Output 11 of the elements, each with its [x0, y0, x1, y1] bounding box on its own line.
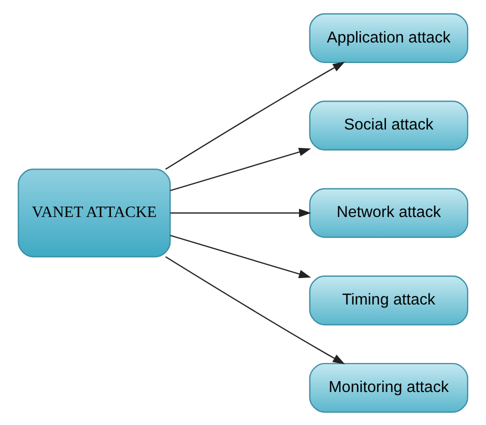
node-box: Timing attack [309, 275, 468, 325]
node-box: Network attack [309, 188, 468, 238]
arrow [170, 147, 312, 191]
node-box: Social attack [309, 100, 468, 150]
node-box: VANET ATTACKE [18, 168, 171, 257]
arrow [170, 208, 312, 217]
arrow [170, 234, 312, 278]
arrow [165, 61, 345, 170]
arrow [165, 256, 345, 364]
node-box: Application attack [309, 12, 468, 63]
node-box: Monitoring attack [309, 362, 468, 412]
